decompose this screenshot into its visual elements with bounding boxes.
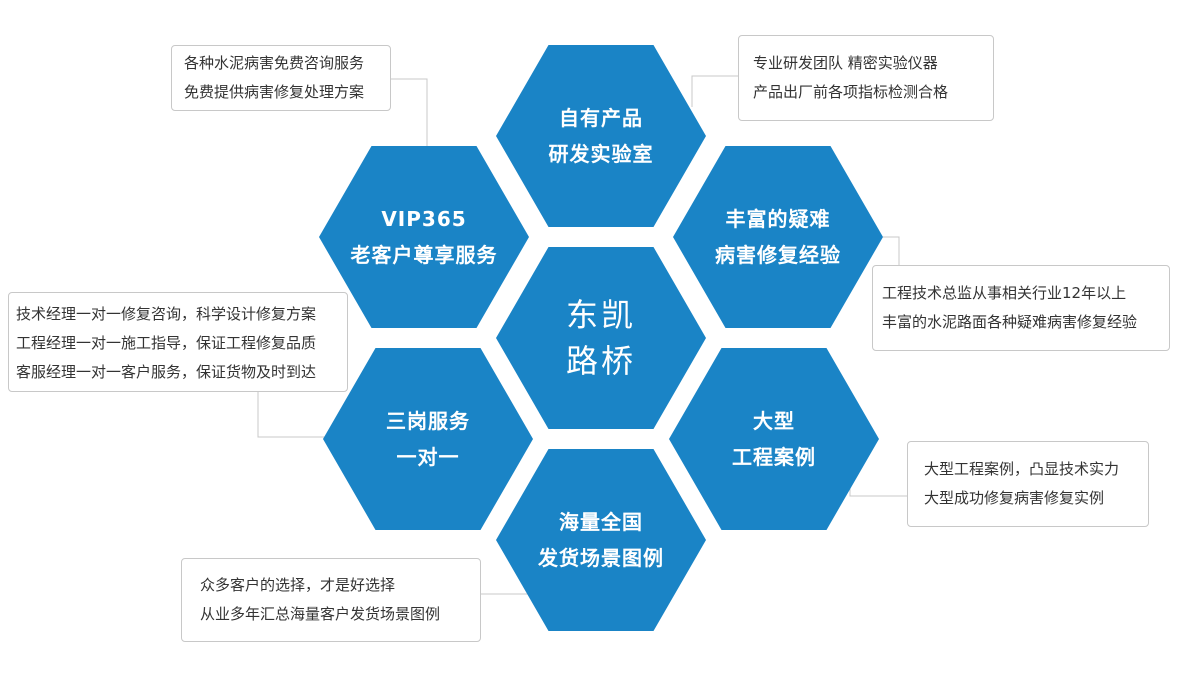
connector-experience-to-note (883, 236, 900, 265)
note-bottom-left: 众多客户的选择，才是好选择 从业多年汇总海量客户发货场景图例 (181, 558, 481, 642)
hex-upper-left-vip-line2: 老客户尊享服务 (350, 243, 498, 267)
connector-vip-to-note (390, 78, 428, 146)
note-bottom-left-line2: 从业多年汇总海量客户发货场景图例 (200, 605, 441, 623)
note-middle-left: 技术经理一对一修复咨询，科学设计修复方案 工程经理一对一施工指导，保证工程修复品… (8, 292, 348, 392)
hex-lower-right-cases-line1: 大型 (753, 409, 795, 433)
note-top-left: 各种水泥病害免费咨询服务 免费提供病害修复处理方案 (171, 45, 391, 111)
note-middle-right-line2: 丰富的水泥路面各种疑难病害修复经验 (882, 313, 1138, 331)
note-bottom-left-line1: 众多客户的选择，才是好选择 (200, 576, 396, 594)
note-middle-right-line1: 工程技术总监从事相关行业12年以上 (882, 284, 1127, 302)
hex-center-brand: 东凯 路桥 (496, 247, 706, 429)
hex-lower-right-cases-line2: 工程案例 (732, 445, 816, 469)
hex-upper-right-experience-line2: 病害修复经验 (715, 243, 841, 267)
note-bottom-right-line2: 大型成功修复病害修复实例 (924, 489, 1105, 507)
note-bottom-right-line1: 大型工程案例，凸显技术实力 (924, 460, 1120, 478)
hex-upper-left-vip: VIP365 老客户尊享服务 (319, 146, 529, 328)
hex-upper-right-experience-line1: 丰富的疑难 (725, 207, 831, 231)
note-middle-right: 工程技术总监从事相关行业12年以上 丰富的水泥路面各种疑难病害修复经验 (872, 265, 1170, 351)
hex-bottom-shipping-line1: 海量全国 (559, 510, 643, 534)
note-top-left-line2: 免费提供病害修复处理方案 (184, 83, 365, 101)
note-middle-left-line2: 工程经理一对一施工指导，保证工程修复品质 (16, 334, 317, 352)
note-top-left-line1: 各种水泥病害免费咨询服务 (184, 54, 365, 72)
note-top-right-line1: 专业研发团队 精密实验仪器 (753, 54, 938, 72)
hex-lower-left-service: 三岗服务 一对一 (323, 348, 533, 530)
hex-top-lab-line2: 研发实验室 (548, 142, 654, 166)
note-top-right: 专业研发团队 精密实验仪器 产品出厂前各项指标检测合格 (738, 35, 994, 121)
brand-line2: 路桥 (565, 342, 636, 380)
connector-lab-to-note (691, 75, 738, 107)
hex-bottom-shipping-line2: 发货场景图例 (538, 546, 664, 570)
hex-lower-left-service-line2: 一对一 (396, 445, 460, 469)
hex-top-lab-line1: 自有产品 (559, 106, 643, 130)
note-bottom-right: 大型工程案例，凸显技术实力 大型成功修复病害修复实例 (907, 441, 1149, 527)
connector-service-to-note (257, 392, 325, 438)
brand-line1: 东凯 (565, 296, 636, 334)
note-middle-left-line1: 技术经理一对一修复咨询，科学设计修复方案 (16, 305, 317, 323)
hex-lower-left-service-line1: 三岗服务 (386, 409, 470, 433)
note-middle-left-line3: 客服经理一对一客户服务，保证货物及时到达 (16, 363, 317, 381)
hex-lower-right-cases: 大型 工程案例 (669, 348, 879, 530)
hex-upper-left-vip-line1: VIP365 (381, 207, 467, 231)
note-top-right-line2: 产品出厂前各项指标检测合格 (753, 83, 949, 101)
